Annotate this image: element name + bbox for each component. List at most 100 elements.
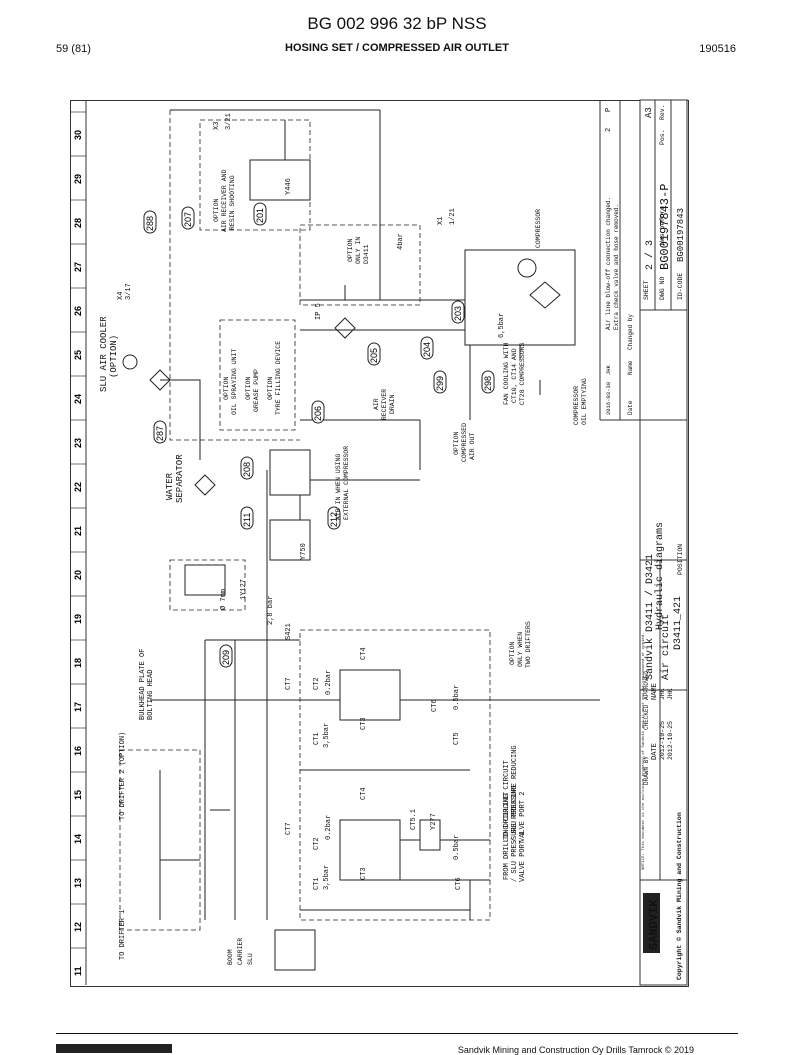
cooler-icon: [149, 369, 171, 391]
balloon-outline: [420, 336, 434, 360]
grid-number-24: 24: [73, 394, 83, 404]
component-ct5: CT5: [453, 732, 461, 745]
grid-number-27: 27: [73, 262, 83, 272]
document-date: 190516: [699, 43, 736, 55]
title-change-2: Extra check valve and hose removed.: [613, 204, 620, 330]
label-opt-two-1: OPTION: [509, 641, 516, 665]
label-opt-grease-1: OPTION: [245, 376, 252, 400]
component-p-ip5: IP 5: [315, 303, 323, 320]
component-ct4: CT4: [360, 647, 368, 660]
label-drill-a-2: / SLU PRESSURE REDUCING: [511, 745, 519, 842]
pipe-lines: [150, 109, 600, 920]
label-opt-grease-2: GREASE PUMP: [253, 369, 260, 412]
title-d1: 2012-10-25: [659, 721, 666, 760]
label-opt-recv-2: AIR RECEIVER AND: [221, 169, 228, 232]
label-air-receiver-3: DRAIN: [389, 394, 396, 414]
component-ct7: CT7: [285, 677, 293, 690]
y446-valve: [249, 159, 311, 201]
title-code: D3411_421: [673, 596, 684, 650]
label-opt-comp-2: COMPRESSED: [461, 423, 468, 462]
component-ct6: CT6: [431, 699, 439, 712]
y277-valve: [419, 819, 441, 851]
symbols: [122, 258, 561, 496]
component-x1r: 1/21: [449, 208, 457, 225]
compressor-pump-icon: [529, 281, 561, 309]
label-compressor: COMPRESSOR: [535, 209, 542, 248]
label-opt-recv-3: RESIN SHOOTING: [229, 175, 236, 230]
footer-divider: [56, 1033, 738, 1034]
component-y127: 1Y127: [240, 579, 248, 600]
label-drill-a-3: VALVE PORT 2: [519, 792, 527, 842]
component-orifice: Ø 7mm: [219, 589, 228, 610]
dashed-box-y127: [169, 559, 246, 611]
title-size: A3: [644, 107, 654, 118]
label-bulkhead-1: BULKHEAD PLATE OF: [139, 649, 147, 720]
dashed-box-d3411: [299, 224, 421, 306]
title-id-code: BG00197843: [676, 208, 686, 262]
title-d2: 2012-10-25: [667, 721, 674, 760]
label-opt-recv-1: OPTION: [213, 198, 220, 222]
balloon-outline: [433, 370, 447, 394]
grid-number-20: 20: [73, 570, 83, 580]
balloon-287: 287: [155, 426, 165, 441]
slu-tank: [274, 929, 316, 971]
label-water-sep-2: SEPARATOR: [175, 454, 185, 503]
grid-number-22: 22: [73, 482, 83, 492]
cylinder-lower: [339, 819, 401, 881]
balloon-207: 207: [183, 212, 193, 227]
component-ct5b: CT5.1: [410, 809, 418, 830]
label-opt-oil-1: OPTION: [223, 376, 230, 400]
document-subtitle: HOSING SET / COMPRESSED AIR OUTLET: [285, 42, 509, 54]
title-notice: NOTICE: This document is the exclusive p…: [641, 632, 646, 870]
balloon-212: 212: [329, 512, 339, 527]
balloon-209: 209: [221, 650, 231, 665]
balloon-outline: [327, 506, 341, 530]
component-x3: X3: [213, 122, 221, 130]
label-fan-2: CT10, CT14 AND: [511, 348, 518, 403]
grid-number-23: 23: [73, 438, 83, 448]
component-bar28: 2,8 bar: [267, 596, 275, 625]
component-bar02a: 0.2bar: [325, 670, 333, 695]
label-air-in-1: AIR IN WHEN USING: [335, 454, 342, 520]
label-water-sep-1: WATER: [165, 472, 175, 500]
cooler-motor-icon: [122, 354, 138, 370]
balloon-outline: [153, 420, 167, 444]
compressor-motor-icon: [517, 258, 537, 278]
balloon-outline: [143, 210, 157, 234]
grid-number-18: 18: [73, 658, 83, 668]
balloon-288: 288: [145, 216, 155, 231]
title-rev-h: Rev.: [659, 104, 666, 120]
component-x3r: 3/21: [225, 113, 233, 130]
title-date-h: DATE: [651, 743, 659, 760]
component-bar4: 4bar: [397, 233, 405, 250]
label-comp-oil-1: COMPRESSOR: [573, 386, 580, 425]
grid-number-16: 16: [73, 746, 83, 756]
label-to-drifter-1: TO DRIFTER 1: [119, 910, 127, 960]
title-rev-p: P: [605, 108, 613, 112]
title-was-before: Was before: [659, 206, 666, 245]
title-sheet-val: 2 / 3: [644, 240, 656, 270]
balloon-299: 299: [435, 376, 445, 391]
grid-number-14: 14: [73, 834, 83, 844]
balloon-204: 204: [422, 342, 432, 357]
label-opt-comp-1: OPTION: [453, 431, 460, 455]
label-opt-oil-2: OIL SPRAYING UNIT: [231, 349, 238, 415]
title-n1: JHK: [659, 688, 666, 700]
component-x1: X1: [437, 217, 445, 225]
component-ct3: CT3: [360, 717, 368, 730]
label-drill-b-3: VALVE PORT 1: [519, 832, 527, 882]
dashed-box-options: [219, 319, 296, 431]
title-rev-name: JHK: [605, 364, 612, 375]
footer-copyright: Sandvik Mining and Construction Oy Drill…: [457, 1045, 694, 1055]
balloon-outline: [240, 506, 254, 530]
title-brand: SANDVIK: [647, 899, 661, 950]
label-to-drifter-2: TO DRIFTER 2 (OPTION): [119, 732, 127, 820]
label-opt-two-2: ONLY WHEN: [517, 632, 524, 667]
title-copyright: Copyright © Sandvik Mining and Construct…: [675, 812, 683, 980]
grid-number-21: 21: [73, 526, 83, 536]
label-opt-d-2: ONLY IN: [355, 237, 362, 264]
dashed-box-bulkhead: [119, 749, 201, 931]
drawing-sheet: [70, 100, 689, 987]
grid-number-12: 12: [73, 922, 83, 932]
